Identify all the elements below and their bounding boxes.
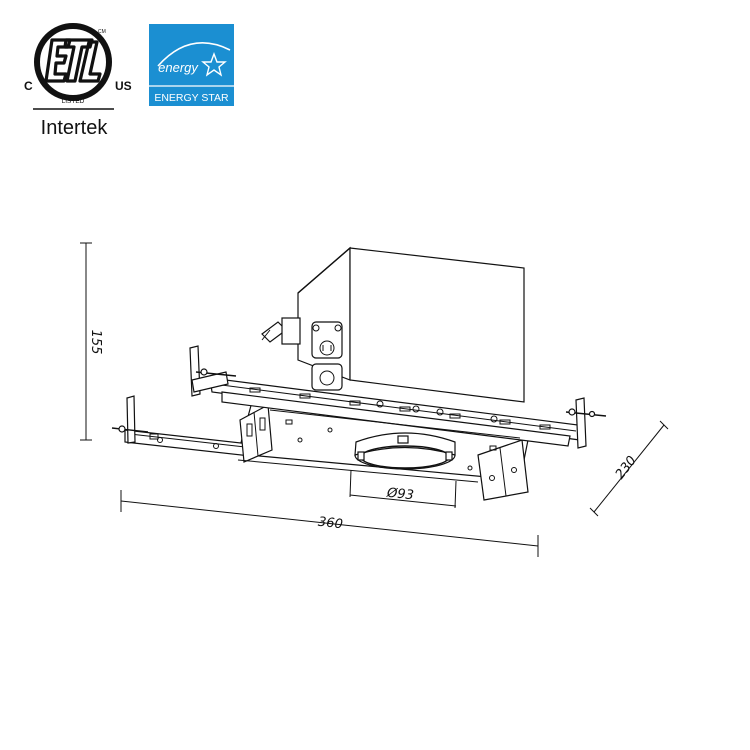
left-rail-hole-1 xyxy=(157,437,163,443)
rail-slot-3 xyxy=(349,400,361,406)
receptacle-lower xyxy=(311,363,343,391)
pan-hole-3 xyxy=(467,465,473,471)
aperture-ring-wall xyxy=(354,432,456,456)
rail-rivet-2 xyxy=(412,405,420,413)
outlet-slot-icon xyxy=(319,340,335,356)
bar-hanger-rail-rear xyxy=(221,391,571,447)
knockout-upper xyxy=(312,324,320,332)
junction-box xyxy=(261,246,525,403)
rail-rivet-1 xyxy=(376,400,384,408)
energy-star-arc xyxy=(157,42,231,67)
left-mounting-bracket xyxy=(189,345,237,397)
depth-dimension: 230 xyxy=(589,420,669,517)
etl-listed-logo: C US LISTED CM Intertek xyxy=(24,23,132,139)
length-dimension-line xyxy=(120,500,539,547)
pan-slot-1 xyxy=(285,419,293,425)
etl-listed-mark: LISTED xyxy=(62,98,85,105)
height-label: 155 xyxy=(88,330,103,355)
recessed-housing-drawing xyxy=(111,246,607,501)
rail-slot-5 xyxy=(449,413,461,419)
rail-slot-7 xyxy=(539,424,551,430)
left-bracket-foot xyxy=(191,371,229,393)
aperture-clip-right xyxy=(445,451,453,461)
pan-slot-2 xyxy=(489,445,497,451)
rail-slot-6 xyxy=(499,419,511,425)
far-left-bracket-plate xyxy=(126,395,136,444)
height-dimension: 155 xyxy=(80,242,103,441)
left-frame-rail xyxy=(124,429,251,457)
right-nail-head xyxy=(568,408,576,416)
far-left-nail-head xyxy=(118,425,126,433)
rail-rivet-4 xyxy=(490,415,498,423)
length-label: 360 xyxy=(317,515,343,533)
left-nail-head xyxy=(200,368,208,376)
depth-tick-start xyxy=(589,507,599,517)
depth-label: 230 xyxy=(613,453,640,482)
far-left-nail-icon xyxy=(111,427,149,433)
left-rail-hole-2 xyxy=(213,443,219,449)
right-nail-tip xyxy=(588,410,596,418)
aperture-tick-right xyxy=(454,480,457,509)
energy-star-background xyxy=(149,24,234,106)
energy-star-logo: energy ENERGY STAR xyxy=(149,24,234,106)
right-mounting-bracket xyxy=(565,397,607,449)
rail-slot-2 xyxy=(299,393,311,399)
right-bracket-edge xyxy=(499,447,507,497)
rail-slot-4 xyxy=(399,406,411,412)
pan-inner-edge xyxy=(269,409,521,439)
aperture-tick-left xyxy=(349,469,352,498)
aperture-dimension: Ø93 xyxy=(349,469,457,509)
pan-hole-2 xyxy=(327,427,333,433)
etl-us-mark: US xyxy=(115,79,132,93)
bar-hanger-rail-line xyxy=(213,383,577,432)
aperture-dimension-line xyxy=(349,494,457,507)
center-bracket-edge xyxy=(253,411,259,457)
junction-box-side xyxy=(349,247,525,403)
junction-box-top-edge xyxy=(297,247,351,294)
cable-clamp-plate xyxy=(281,317,301,345)
depth-tick-end xyxy=(659,420,669,430)
right-bracket-plate xyxy=(575,397,587,449)
left-rail-slot xyxy=(149,433,159,440)
left-rail-inner-line xyxy=(129,433,246,448)
right-bracket-hole-2 xyxy=(489,475,495,481)
energy-star-script: energy xyxy=(158,60,199,75)
etl-ring xyxy=(34,23,112,101)
etl-cm-mark: CM xyxy=(98,29,106,35)
aperture-label: Ø93 xyxy=(385,486,414,504)
right-bracket-hole xyxy=(511,467,517,473)
center-bracket-slot-1 xyxy=(246,423,253,437)
far-left-bracket xyxy=(111,395,149,444)
etl-letter-l xyxy=(78,40,102,83)
knockout-upper-right xyxy=(334,324,342,332)
junction-box-front xyxy=(297,246,351,381)
center-bracket-slot-2 xyxy=(259,417,266,431)
cable-clamp-screw xyxy=(261,329,271,341)
rail-slot-1 xyxy=(249,387,261,393)
energy-star-label: ENERGY STAR xyxy=(154,92,229,104)
star-icon xyxy=(201,52,227,77)
pan-hole-1 xyxy=(297,437,303,443)
receptacle-upper xyxy=(311,321,343,359)
length-dimension: 360 xyxy=(120,490,539,557)
pan-front-edge xyxy=(237,459,479,483)
aperture-ring xyxy=(354,432,456,470)
aperture-clip-left xyxy=(357,451,365,461)
intertek-wordmark: Intertek xyxy=(41,117,109,139)
rail-rivet-3 xyxy=(436,408,444,416)
outlet-slot-lower-icon xyxy=(319,370,335,386)
aperture-clip-top xyxy=(397,435,409,444)
depth-dimension-line xyxy=(593,424,665,513)
etl-c-mark: C xyxy=(24,79,33,93)
